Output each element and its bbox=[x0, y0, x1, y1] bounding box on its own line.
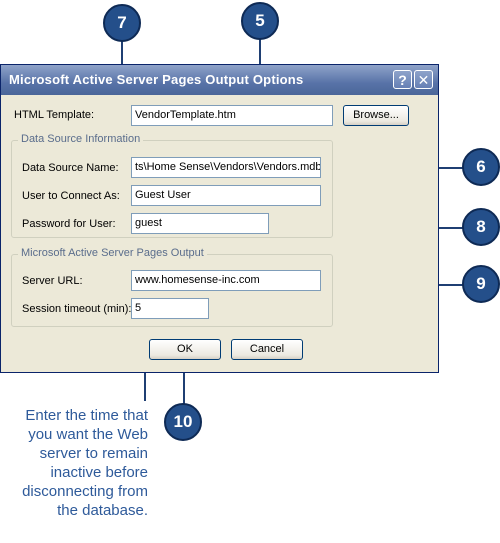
instruction-caption: Enter the time that you want the Web ser… bbox=[22, 407, 148, 519]
server-url-label: Server URL: bbox=[22, 275, 83, 287]
asp-output-options-dialog: Microsoft Active Server Pages Output Opt… bbox=[0, 64, 439, 373]
output-group: Microsoft Active Server Pages Output bbox=[11, 247, 333, 327]
user-input[interactable]: Guest User bbox=[131, 185, 321, 206]
help-button[interactable]: ? bbox=[393, 70, 412, 89]
session-timeout-input[interactable]: 5 bbox=[131, 298, 209, 319]
dialog-title: Microsoft Active Server Pages Output Opt… bbox=[9, 72, 304, 87]
title-bar: Microsoft Active Server Pages Output Opt… bbox=[1, 65, 438, 95]
callout-8: 8 bbox=[462, 208, 500, 246]
browse-button[interactable]: Browse... bbox=[343, 105, 409, 126]
output-group-title: Microsoft Active Server Pages Output bbox=[18, 247, 207, 259]
callout-5: 5 bbox=[241, 2, 279, 40]
callout-6: 6 bbox=[462, 148, 500, 186]
callout-7: 7 bbox=[103, 4, 141, 42]
user-label: User to Connect As: bbox=[22, 190, 120, 202]
html-template-input[interactable]: VendorTemplate.htm bbox=[131, 105, 333, 126]
cancel-button[interactable]: Cancel bbox=[231, 339, 303, 360]
password-label: Password for User: bbox=[22, 218, 116, 230]
close-button[interactable]: ✕ bbox=[414, 70, 433, 89]
data-source-group: Data Source Information bbox=[11, 133, 333, 238]
data-source-name-label: Data Source Name: bbox=[22, 162, 119, 174]
callout-9: 9 bbox=[462, 265, 500, 303]
callout-10-line-right bbox=[183, 358, 185, 404]
password-input[interactable]: guest bbox=[131, 213, 269, 234]
server-url-input[interactable]: www.homesense-inc.com bbox=[131, 270, 321, 291]
ok-button[interactable]: OK bbox=[149, 339, 221, 360]
data-source-name-input[interactable]: ts\Home Sense\Vendors\Vendors.mdb bbox=[131, 157, 321, 178]
html-template-label: HTML Template: bbox=[14, 109, 95, 121]
session-timeout-label: Session timeout (min): bbox=[22, 303, 132, 315]
data-source-group-title: Data Source Information bbox=[18, 133, 144, 145]
callout-10: 10 bbox=[164, 403, 202, 441]
